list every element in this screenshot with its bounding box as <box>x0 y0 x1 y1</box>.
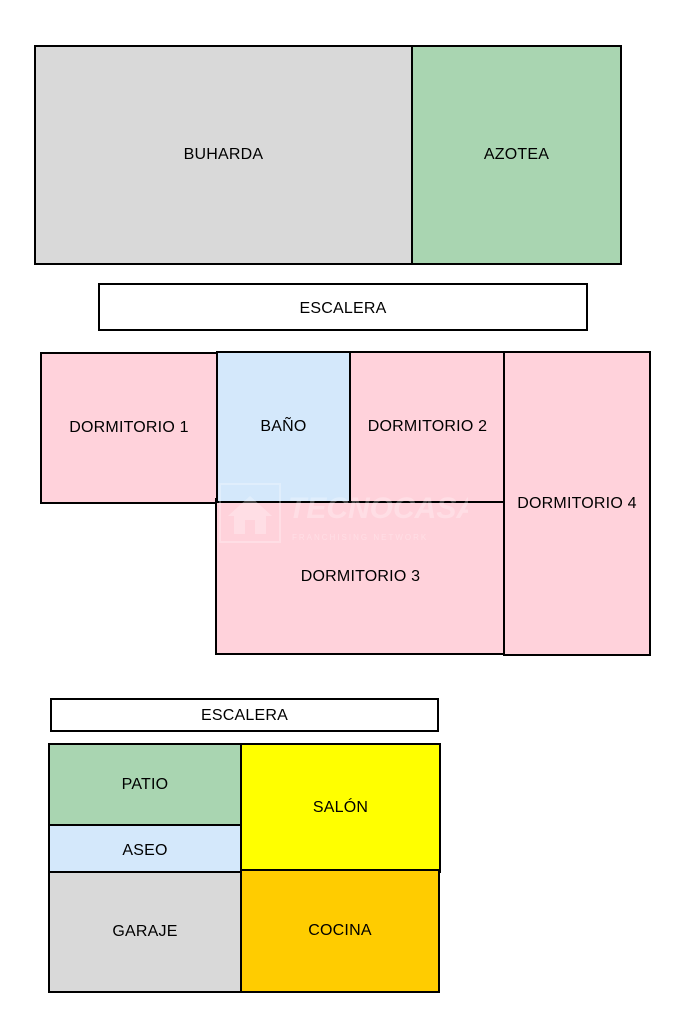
room-salon: SALÓN <box>240 743 441 873</box>
room-label: ASEO <box>122 842 168 859</box>
room-escalera-upper: ESCALERA <box>98 283 588 331</box>
room-dormitorio-2: DORMITORIO 2 <box>349 351 506 503</box>
room-label: DORMITORIO 1 <box>69 419 189 436</box>
room-escalera-ground: ESCALERA <box>50 698 439 732</box>
room-dormitorio-4: DORMITORIO 4 <box>503 351 651 656</box>
room-label: DORMITORIO 2 <box>367 418 488 435</box>
room-label: DORMITORIO 3 <box>300 567 421 585</box>
room-patio: PATIO <box>48 743 242 827</box>
room-label: BUHARDA <box>183 146 264 163</box>
room-cocina: COCINA <box>240 869 440 993</box>
room-label: PATIO <box>121 776 169 793</box>
room-label: AZOTEA <box>483 146 550 163</box>
room-dormitorio-1: DORMITORIO 1 <box>40 352 218 504</box>
room-label: SALÓN <box>312 799 369 816</box>
room-label: ESCALERA <box>201 707 288 724</box>
room-label: COCINA <box>308 922 372 939</box>
room-label: DORMITORIO 4 <box>517 494 637 512</box>
room-label: BAÑO <box>260 418 307 435</box>
room-label: ESCALERA <box>299 300 387 317</box>
room-buharda: BUHARDA <box>34 45 413 265</box>
room-bano: BAÑO <box>216 351 351 503</box>
room-garaje: GARAJE <box>48 871 242 993</box>
room-azotea: AZOTEA <box>411 45 622 265</box>
room-label: GARAJE <box>112 923 178 940</box>
room-dormitorio-3: DORMITORIO 3 <box>215 498 506 655</box>
room-aseo: ASEO <box>48 824 242 874</box>
